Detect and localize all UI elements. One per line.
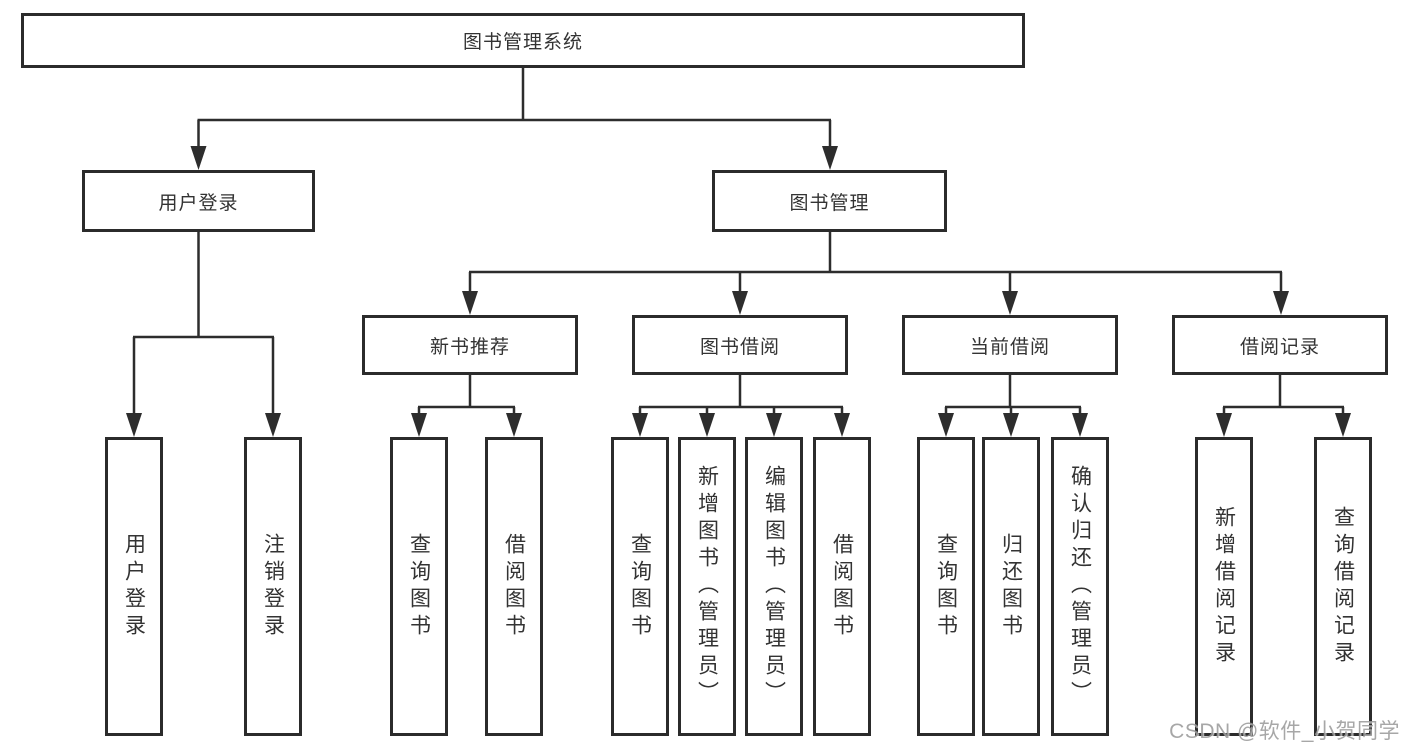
leaf-query-borrow-record: 查询借阅记录 — [1314, 437, 1372, 736]
node-user-login-label: 用户登录 — [158, 192, 239, 214]
leaf-user-login-label: 用户登录 — [122, 532, 146, 641]
leaf-query-books-3: 查询图书 — [917, 437, 975, 736]
leaf-confirm-return-admin: 确认归还（管理员） — [1051, 437, 1109, 736]
leaf-query-books-1-label: 查询图书 — [407, 532, 431, 641]
connector-newbooks-to-leaves — [417, 375, 516, 414]
leaf-logout-label: 注销登录 — [261, 532, 285, 641]
connector-bookmgmt-to-level3 — [468, 232, 1283, 292]
arrow-down-icon — [190, 146, 207, 170]
arrow-down-icon — [462, 291, 478, 315]
arrow-down-icon — [1002, 291, 1018, 315]
node-current-borrow: 当前借阅 — [902, 315, 1118, 375]
arrow-down-icon — [1216, 413, 1232, 437]
node-book-borrow: 图书借阅 — [632, 315, 848, 375]
arrow-down-icon — [834, 413, 850, 437]
node-book-borrow-label: 图书借阅 — [699, 336, 780, 358]
arrow-down-icon — [506, 413, 522, 437]
arrow-down-icon — [632, 413, 648, 437]
node-new-book-recommend-label: 新书推荐 — [429, 336, 510, 358]
arrow-down-icon — [1003, 413, 1019, 437]
node-book-management-label: 图书管理 — [789, 192, 870, 214]
leaf-edit-books-admin: 编辑图书（管理员） — [745, 437, 803, 736]
leaf-add-borrow-record-label: 新增借阅记录 — [1212, 505, 1236, 668]
arrow-down-icon — [1273, 291, 1289, 315]
node-root-label: 图书管理系统 — [462, 32, 583, 53]
leaf-add-books-admin: 新增图书（管理员） — [678, 437, 736, 736]
leaf-add-borrow-record: 新增借阅记录 — [1195, 437, 1253, 736]
arrow-down-icon — [126, 413, 142, 437]
connector-records-to-leaves — [1222, 375, 1345, 414]
node-user-login: 用户登录 — [82, 170, 315, 232]
leaf-borrow-books-1: 借阅图书 — [485, 437, 543, 736]
arrow-down-icon — [938, 413, 954, 437]
leaf-confirm-return-admin-label: 确认归还（管理员） — [1068, 465, 1092, 708]
connector-root-to-level2 — [197, 68, 832, 147]
leaf-return-books-label: 归还图书 — [999, 532, 1023, 641]
node-borrow-records: 借阅记录 — [1172, 315, 1388, 375]
node-new-book-recommend: 新书推荐 — [362, 315, 578, 375]
arrow-down-icon — [822, 146, 838, 170]
node-book-management: 图书管理 — [712, 170, 947, 232]
leaf-borrow-books-2: 借阅图书 — [813, 437, 871, 736]
arrow-down-icon — [732, 291, 748, 315]
node-root: 图书管理系统 — [21, 13, 1025, 68]
node-borrow-records-label: 借阅记录 — [1239, 336, 1320, 358]
leaf-query-books-2-label: 查询图书 — [628, 532, 652, 641]
connector-borrow-to-leaves — [638, 375, 844, 414]
leaf-add-books-admin-label: 新增图书（管理员） — [695, 465, 719, 708]
leaf-user-login: 用户登录 — [105, 437, 163, 736]
arrow-down-icon — [411, 413, 427, 437]
arrow-down-icon — [265, 413, 281, 437]
leaf-query-borrow-record-label: 查询借阅记录 — [1331, 505, 1355, 668]
leaf-query-books-3-label: 查询图书 — [934, 532, 958, 641]
node-current-borrow-label: 当前借阅 — [969, 336, 1050, 358]
leaf-logout: 注销登录 — [244, 437, 302, 736]
arrow-down-icon — [766, 413, 782, 437]
arrow-down-icon — [1335, 413, 1351, 437]
connector-userlogin-to-leaves — [132, 232, 275, 414]
leaf-query-books-1: 查询图书 — [390, 437, 448, 736]
leaf-borrow-books-2-label: 借阅图书 — [830, 532, 854, 641]
arrow-down-icon — [699, 413, 715, 437]
leaf-query-books-2: 查询图书 — [611, 437, 669, 736]
leaf-borrow-books-1-label: 借阅图书 — [502, 532, 526, 641]
arrow-down-icon — [1072, 413, 1088, 437]
leaf-edit-books-admin-label: 编辑图书（管理员） — [762, 465, 786, 708]
leaf-return-books: 归还图书 — [982, 437, 1040, 736]
connector-current-to-leaves — [944, 375, 1082, 414]
